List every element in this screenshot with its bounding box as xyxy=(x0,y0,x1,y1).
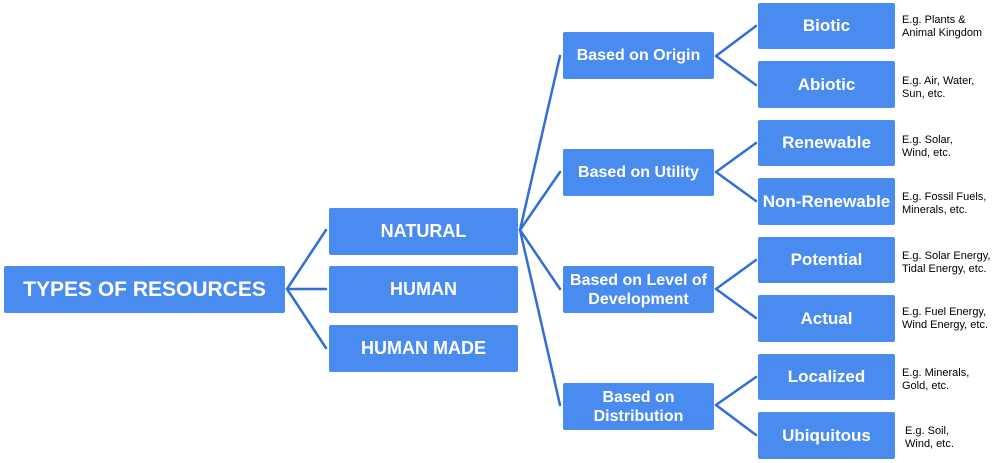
basis-origin: Based on Origin xyxy=(563,32,714,79)
example-ubiquitous: E.g. Soil, Wind, etc. xyxy=(905,425,954,450)
connector-distribution-localized xyxy=(714,375,758,407)
category-human: HUMAN xyxy=(329,266,518,313)
connector-root-natural xyxy=(285,228,328,291)
connector-utility-nonrenewable xyxy=(714,170,758,203)
example-potential: E.g. Solar Energy, Tidal Energy, etc. xyxy=(902,250,991,275)
connector-natural-distribution xyxy=(518,228,562,407)
basis-distribution: Based on Distribution xyxy=(563,383,714,430)
example-abiotic: E.g. Air, Water, Sun, etc. xyxy=(902,75,975,100)
type-potential: Potential xyxy=(758,237,895,283)
example-renewable: E.g. Solar, Wind, etc. xyxy=(902,134,953,159)
type-actual: Actual xyxy=(758,295,895,342)
connector-natural-origin xyxy=(518,54,562,232)
example-actual: E.g. Fuel Energy, Wind Energy, etc. xyxy=(902,306,988,331)
connector-development-actual xyxy=(714,287,758,320)
basis-development: Based on Level of Development xyxy=(563,266,714,313)
type-ubiquitous: Ubiquitous xyxy=(758,412,895,459)
example-biotic: E.g. Plants & Animal Kingdom xyxy=(902,14,983,39)
type-biotic: Biotic xyxy=(758,3,895,49)
connector-distribution-ubiquitous xyxy=(714,403,758,437)
category-natural: NATURAL xyxy=(329,208,518,255)
connector-utility-renewable xyxy=(714,141,758,174)
type-non-renewable: Non-Renewable xyxy=(758,178,895,225)
connector-root-human-made xyxy=(285,287,328,350)
basis-utility: Based on Utility xyxy=(563,149,714,196)
connector-origin-abiotic xyxy=(714,54,758,87)
example-localized: E.g. Minerals, Gold, etc. xyxy=(902,367,970,392)
type-abiotic: Abiotic xyxy=(758,61,895,108)
type-renewable: Renewable xyxy=(758,120,895,166)
connector-natural-utility xyxy=(518,170,562,232)
example-non-renewable: E.g. Fossil Fuels, Minerals, etc. xyxy=(902,191,987,216)
connector-origin-biotic xyxy=(714,24,758,58)
connector-natural-development xyxy=(518,228,562,291)
connector-development-potential xyxy=(714,258,758,291)
category-human-made: HUMAN MADE xyxy=(329,325,518,372)
root-node: TYPES OF RESOURCES xyxy=(4,266,285,313)
type-localized: Localized xyxy=(758,354,895,400)
